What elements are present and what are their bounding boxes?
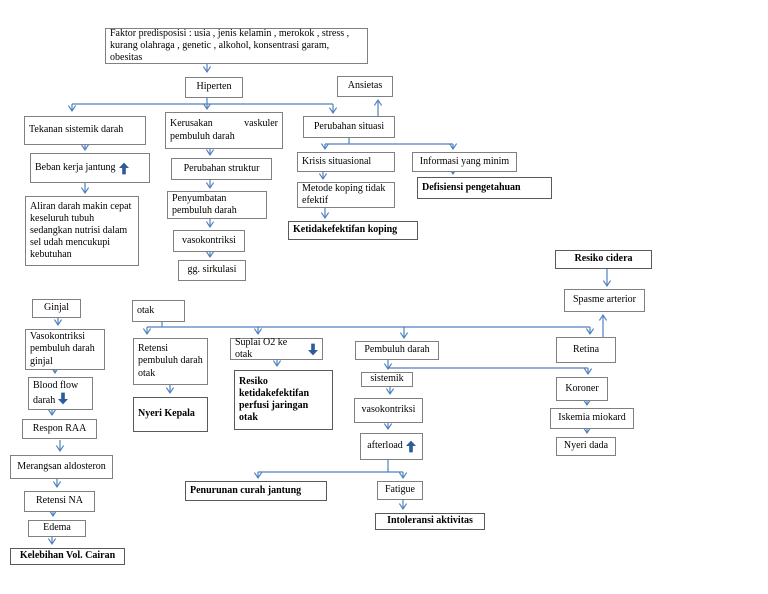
node-resiko-cidera: Resiko cidera [555, 250, 652, 269]
node-label: Respon RAA [32, 422, 87, 434]
node-merangsan-aldosteron: Merangsan aldosteron [10, 455, 113, 479]
node-ketidakefektifan-koping: Ketidakefektifan koping [288, 221, 418, 240]
node-label: Merangsan aldosteron [17, 460, 106, 472]
node-label: Informasi yang minim [419, 155, 510, 167]
node-gg-sirkulasi: gg. sirkulasi [178, 260, 246, 281]
node-label: Resiko cidera [574, 253, 633, 265]
node-label: Blood flow darah [33, 379, 79, 406]
node-label: Fatigue [385, 484, 415, 496]
node-informasi-yang-minim: Informasi yang minim [412, 152, 517, 172]
node-fatigue: Fatigue [377, 481, 423, 500]
node-otak: otak [132, 300, 185, 322]
node-ginjal: Ginjal [32, 299, 81, 318]
node-label: Resiko ketidakefektifan perfusi jaringan… [239, 375, 309, 424]
node-penurunan-curah-jantung: Penurunan curah jantung [185, 481, 327, 501]
up-arrow-icon [118, 162, 129, 174]
node-label: Metode koping tidak efektif [302, 182, 386, 206]
node-label: Perubahan situasi [313, 120, 385, 132]
node-label: otak [137, 304, 155, 316]
node-sistemik: sistemik [361, 372, 413, 387]
node-label: Krisis situasional [302, 155, 372, 167]
node-faktor-predisposisi: Faktor predisposisi : usia , jenis kelam… [105, 28, 368, 64]
node-nyeri-dada: Nyeri dada [556, 437, 616, 456]
node-hiperten: Hiperten [185, 77, 243, 98]
node-label: Faktor predisposisi : usia , jenis kelam… [110, 27, 350, 64]
node-retensi-na: Retensi NA [24, 491, 95, 512]
node-label: vasokontriksi [182, 234, 236, 246]
node-aliran-darah: Aliran darah makin cepat keseluruh tubuh… [25, 196, 139, 266]
node-ansietas: Ansietas [337, 76, 393, 97]
node-label: Aliran darah makin cepat keseluruh tubuh… [30, 200, 132, 261]
node-koroner: Koroner [556, 377, 608, 401]
node-label: Suplai O2 ke otak [235, 336, 288, 360]
node-label: Beban kerja jantung [35, 161, 116, 173]
node-label: Retina [572, 343, 600, 355]
node-label: Retensi NA [36, 495, 83, 507]
node-perubahan-struktur: Perubahan struktur [171, 158, 272, 180]
node-krisis-situasional: Krisis situasional [297, 152, 395, 172]
node-vasokontriksi-sistemik: vasokontriksi [354, 398, 423, 423]
node-label: Spasme arterior [572, 294, 637, 306]
node-label: Nyeri dada [563, 440, 609, 452]
node-label: Vasokontriksi pembuluh darah ginjal [30, 331, 95, 367]
node-beban-kerja-jantung: Beban kerja jantung [30, 153, 150, 183]
node-label: Tekanan sistemik darah [29, 124, 124, 136]
node-vasokontriksi: vasokontriksi [173, 230, 245, 252]
node-retina: Retina [556, 337, 616, 363]
node-pembuluh-darah: Pembuluh darah [355, 341, 439, 360]
node-label: Ketidakefektifan koping [293, 224, 398, 236]
node-afterload: afterload [360, 433, 423, 460]
node-iskemia-miokard: Iskemia miokard [550, 408, 634, 429]
node-edema: Edema [28, 520, 86, 537]
node-kerusakan-vaskuler: Kerusakan vaskuler pembuluh darah [165, 112, 283, 149]
node-spasme-arterior: Spasme arterior [564, 289, 645, 312]
node-label: afterload [367, 440, 403, 452]
node-label: Koroner [565, 382, 599, 394]
node-defisiensi-pengetahuan: Defisiensi pengetahuan [417, 177, 552, 199]
down-arrow-icon [58, 392, 69, 405]
node-metode-koping-tidak-efektif: Metode koping tidak efektif [297, 182, 395, 208]
node-label: Iskemia miokard [558, 412, 626, 424]
node-label: Retensi pembuluh darah otak [138, 343, 203, 379]
node-label: sistemik [370, 373, 404, 385]
node-penyumbatan-pembuluh-darah: Penyumbatan pembuluh darah [167, 191, 267, 219]
node-resiko-ketidakefektifan-perfusi: Resiko ketidakefektifan perfusi jaringan… [234, 370, 333, 430]
node-nyeri-kepala: Nyeri Kepala [133, 397, 208, 432]
node-label: vasokontriksi [361, 404, 416, 416]
node-label: Pembuluh darah [364, 344, 430, 356]
node-label: Edema [43, 522, 71, 534]
node-vasokontriksi-pembuluh-darah-ginjal: Vasokontriksi pembuluh darah ginjal [25, 329, 105, 370]
node-label: Penurunan curah jantung [190, 484, 302, 496]
node-retensi-pembuluh-darah-otak: Retensi pembuluh darah otak [133, 338, 208, 385]
node-perubahan-situasi: Perubahan situasi [303, 116, 395, 138]
node-label: Ansietas [347, 80, 383, 92]
node-label: Ginjal [44, 302, 69, 314]
node-label: Kelebihan Vol. Cairan [19, 550, 116, 562]
node-label: Defisiensi pengetahuan [422, 181, 521, 193]
down-arrow-icon [308, 343, 318, 355]
node-label: Perubahan struktur [183, 162, 260, 174]
node-label: Kerusakan vaskuler pembuluh darah [170, 118, 278, 142]
node-label: Penyumbatan pembuluh darah [172, 192, 237, 216]
node-label: Hiperten [196, 81, 232, 93]
node-respon-raa: Respon RAA [22, 419, 97, 439]
node-kelebihan-vol-cairan: Kelebihan Vol. Cairan [10, 548, 125, 565]
node-suplai-o2-ke-otak: Suplai O2 ke otak [230, 336, 323, 360]
node-label: gg. sirkulasi [187, 264, 237, 276]
node-label: Nyeri Kepala [138, 408, 195, 420]
node-label: Intoleransi aktivitas [387, 515, 473, 527]
node-blood-flow-darah: Blood flow darah [28, 377, 93, 410]
node-intoleransi-aktivitas: Intoleransi aktivitas [375, 513, 485, 530]
up-arrow-icon [405, 440, 416, 453]
node-tekanan-sistemik-darah: Tekanan sistemik darah [24, 116, 146, 145]
